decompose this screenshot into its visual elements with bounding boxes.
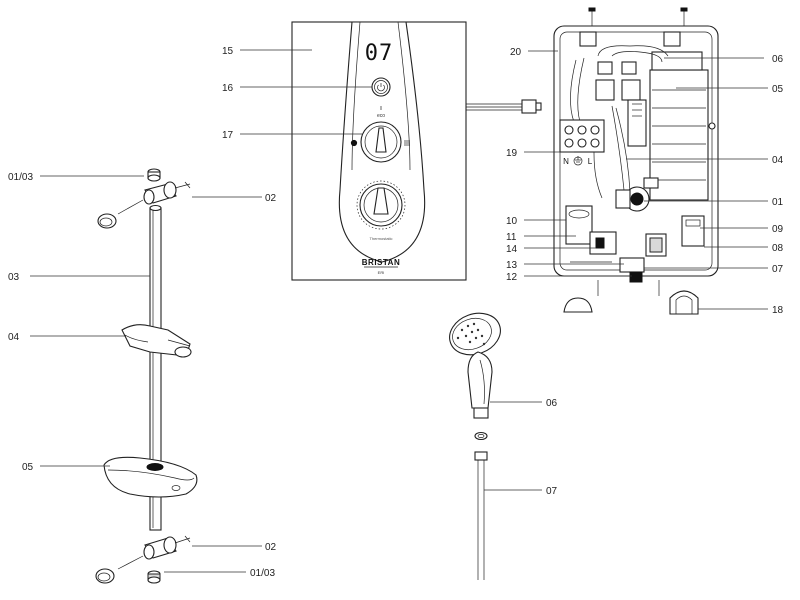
slider-part	[121, 324, 192, 358]
callout-unit-01: 01	[772, 197, 784, 208]
callout-rail-01-03-bottom: 01/03	[250, 568, 275, 579]
callout-unit-05: 05	[772, 84, 784, 95]
callout-rail-05: 05	[22, 462, 34, 473]
callout-front-15: 15	[222, 46, 234, 57]
callout-unit-06: 06	[772, 54, 784, 65]
low-power-dot	[350, 139, 358, 147]
riser-rail-assembly	[95, 168, 198, 584]
soap-dish-part	[103, 456, 198, 498]
callout-rail-02-bottom: 02	[265, 542, 277, 553]
temperature-dial[interactable]	[356, 180, 406, 230]
brand-logo: BRISTAN	[362, 258, 400, 267]
callout-unit-11: 11	[506, 232, 517, 243]
front-panel: 07 eco Ther	[291, 21, 467, 281]
callout-front-16: 16	[222, 83, 234, 94]
shower-hose	[474, 451, 488, 580]
bottom-bracket-part	[95, 535, 191, 584]
callout-unit-20: 20	[510, 47, 522, 58]
callout-unit-07: 07	[772, 264, 784, 275]
top-bracket-part	[97, 181, 191, 229]
live-label: L	[588, 157, 593, 166]
callout-unit-19: 19	[506, 148, 518, 159]
high-power-icon	[404, 140, 410, 146]
callout-unit-18: 18	[772, 305, 784, 316]
callout-rail-02-top: 02	[265, 193, 277, 204]
top-cap-part	[147, 168, 161, 182]
callout-rail-03: 03	[8, 272, 20, 283]
thermostatic-label: Thermostatic	[369, 236, 392, 241]
earth-icon	[573, 156, 583, 166]
callout-rail-01-03-top: 01/03	[8, 172, 33, 183]
ribbon-cable	[466, 99, 542, 114]
power-icon	[377, 83, 385, 92]
callout-unit-04: 04	[772, 155, 784, 166]
callout-unit-10: 10	[506, 216, 518, 227]
callout-unit-09: 09	[772, 224, 784, 235]
shower-handset	[449, 312, 501, 441]
model-label: ERI	[378, 270, 385, 275]
bottom-cap-part	[147, 570, 161, 584]
power-button[interactable]	[371, 77, 391, 97]
callout-unit-12: 12	[506, 272, 518, 283]
unit-body: N L	[553, 7, 719, 315]
callout-rail-04: 04	[8, 332, 20, 343]
callout-handset-06: 06	[546, 398, 558, 409]
eco-label: eco	[377, 113, 385, 119]
temperature-display: 07	[365, 41, 394, 66]
callout-unit-08: 08	[772, 243, 784, 254]
neutral-label: N	[563, 157, 569, 166]
callout-labels: 01/03 02 03 04 05 02 01/03 15 16 17 20 1…	[8, 46, 784, 579]
leader-lines	[30, 49, 768, 573]
callout-hose-07: 07	[546, 486, 558, 497]
callout-front-17: 17	[222, 130, 234, 141]
callout-unit-14: 14	[506, 244, 518, 255]
mode-dial[interactable]	[360, 121, 402, 163]
callout-unit-13: 13	[506, 260, 518, 271]
